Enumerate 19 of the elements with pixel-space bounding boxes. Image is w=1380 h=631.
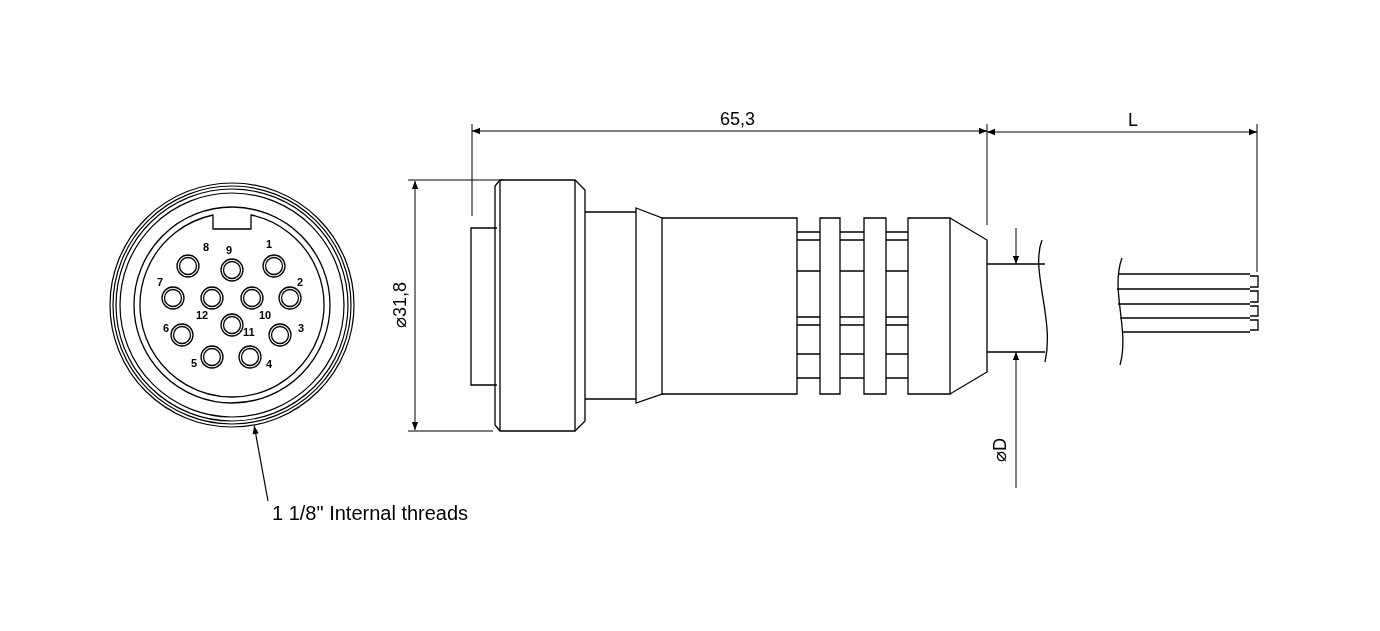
leader-line — [252, 425, 269, 502]
dimension-label: ⌀D — [991, 438, 1009, 462]
callout-text: 1 1/8" Internal threads — [272, 503, 469, 523]
dimension-label: 65,3 — [720, 110, 756, 128]
pin-number: 2 — [297, 277, 304, 288]
pin-number: 8 — [203, 242, 210, 253]
pin-number: 1 — [266, 239, 273, 250]
dimension-label: ⌀31,8 — [391, 282, 409, 328]
pin-number: 4 — [266, 359, 273, 370]
pin-number: 6 — [163, 323, 170, 334]
pin-number: 7 — [157, 277, 164, 288]
pin-number: 3 — [298, 323, 305, 334]
pin-number: 10 — [259, 310, 272, 321]
pin-number: 11 — [243, 327, 255, 338]
thread-ring — [109, 182, 355, 428]
dimension-label: L — [1128, 111, 1138, 129]
pin-number: 5 — [191, 358, 198, 369]
pin-number: 12 — [196, 310, 209, 321]
pin-number: 9 — [226, 245, 233, 256]
